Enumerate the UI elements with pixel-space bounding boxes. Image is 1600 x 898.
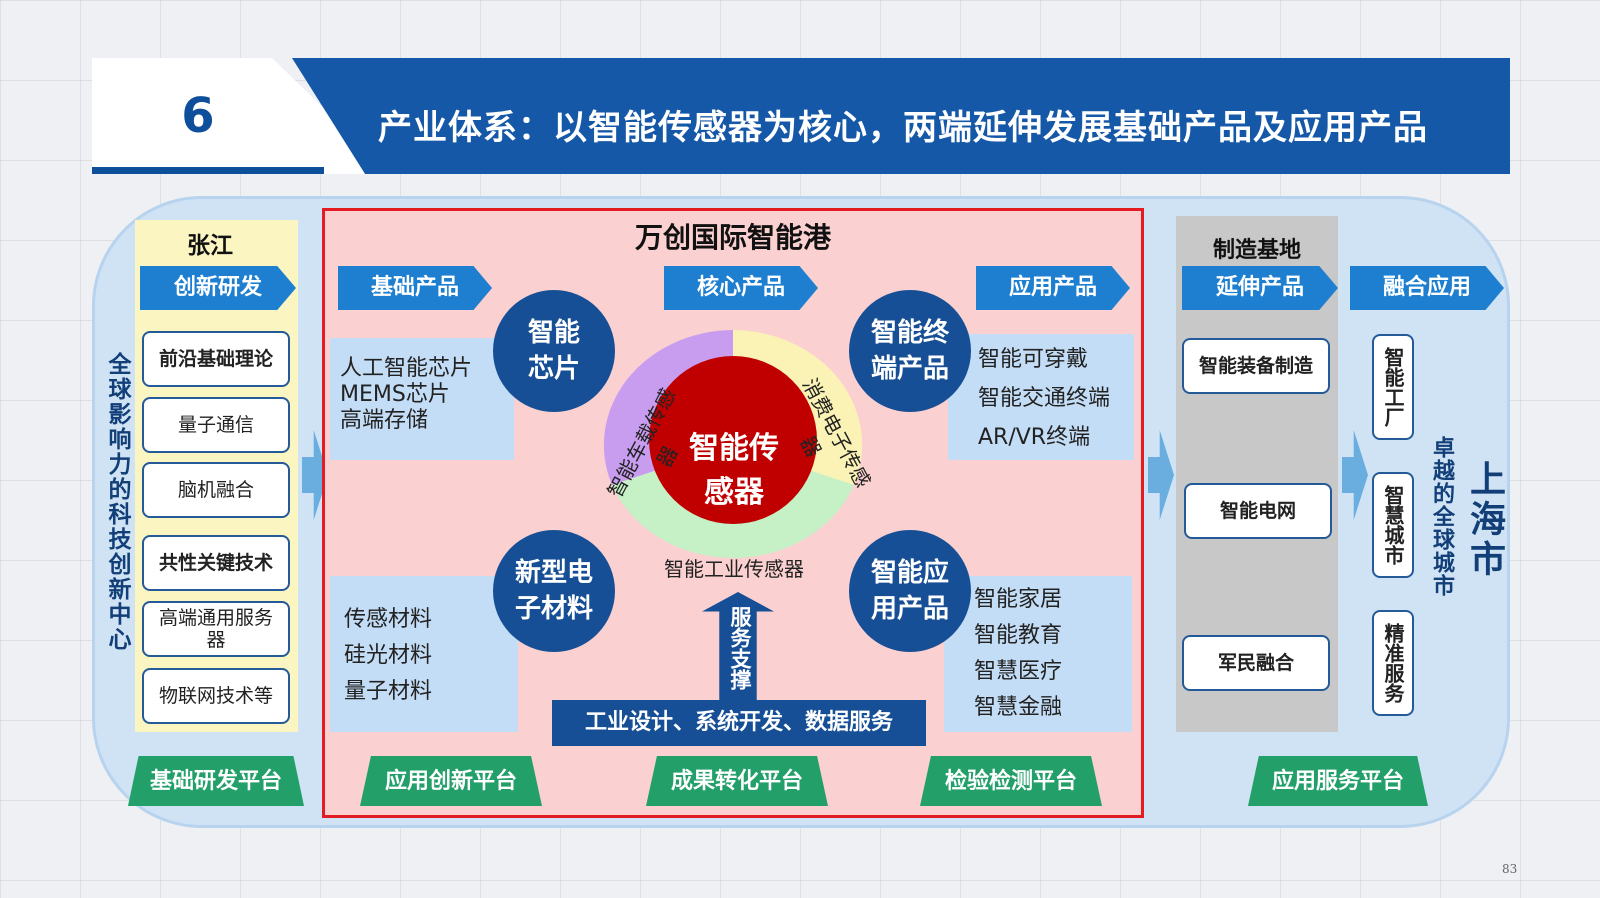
circle-label: 智能终端产品 <box>870 318 949 384</box>
tag-fusion-applications: 融合应用 <box>1350 266 1504 310</box>
list-item: 智能工厂 <box>1372 334 1414 440</box>
page-title: 产业体系：以智能传感器为核心，两端延伸发展基础产品及应用产品 <box>378 108 1428 148</box>
header-title-banner <box>292 58 1510 174</box>
list-item: 量子材料 <box>344 679 433 704</box>
global-innovation-center-label: 全球影响力的科技创新中心 <box>104 352 130 652</box>
list-item: 脑机融合 <box>142 462 290 518</box>
shanghai-label: 上海市 <box>1464 460 1505 580</box>
list-item: 智慧医疗 <box>974 659 1063 684</box>
core-sensor-label: 智能传感器 <box>689 431 779 510</box>
core-sensor-pie <box>603 330 863 558</box>
circle-label: 智能应用产品 <box>870 558 949 624</box>
manufacturing-base-title: 制造基地 <box>1212 238 1301 263</box>
list-item: 智能交通终端 <box>978 386 1111 411</box>
list-item: 智能装备制造 <box>1182 338 1330 394</box>
list-item: 精准服务 <box>1372 610 1414 716</box>
list-item: 智能家居 <box>974 587 1063 612</box>
list-item: 智能电网 <box>1184 483 1332 539</box>
circle-smart-terminal: 智能终端产品 <box>849 290 971 412</box>
list-item: 硅光材料 <box>344 643 433 668</box>
circle-label: 智能芯片 <box>527 318 580 384</box>
tag-application-products: 应用产品 <box>976 266 1130 310</box>
tag-innovation-rd: 创新研发 <box>140 266 296 310</box>
platform-achievement-transfer: 成果转化平台 <box>646 756 828 806</box>
platform-app-innovation: 应用创新平台 <box>360 756 542 806</box>
list-item: 高端存储 <box>340 408 429 433</box>
circle-label: 新型电子材料 <box>514 558 593 624</box>
list-item: 高端通用服务器 <box>142 601 290 657</box>
circle-smart-chip: 智能芯片 <box>493 290 615 412</box>
chip-products-list: 人工智能芯片 MEMS芯片 高端存储 <box>330 338 514 460</box>
tag-extended-products: 延伸产品 <box>1182 266 1338 310</box>
materials-list: 传感材料 硅光材料 量子材料 <box>330 576 518 732</box>
list-item: 人工智能芯片 <box>340 356 473 381</box>
services-bar: 工业设计、系统开发、数据服务 <box>552 700 926 746</box>
section-number: 6 <box>181 88 215 144</box>
platform-app-services: 应用服务平台 <box>1248 756 1428 806</box>
list-item: 共性关键技术 <box>142 535 290 591</box>
list-item: 量子通信 <box>142 397 290 453</box>
list-item: 智能可穿戴 <box>978 347 1089 372</box>
platform-inspection-testing: 检验检测平台 <box>920 756 1102 806</box>
service-support-label: 服务支撑 <box>728 606 752 690</box>
terminal-products-list: 智能可穿戴 智能交通终端 AR/VR终端 <box>948 334 1134 460</box>
circle-new-materials: 新型电子材料 <box>493 530 615 652</box>
circle-smart-applications: 智能应用产品 <box>849 530 971 652</box>
list-item: 智慧城市 <box>1372 472 1414 578</box>
tag-core-products: 核心产品 <box>664 266 818 310</box>
list-item: MEMS芯片 <box>340 382 450 407</box>
page-number: 83 <box>1502 862 1518 876</box>
segment-label-industrial: 智能工业传感器 <box>664 557 804 581</box>
list-item: 军民融合 <box>1182 635 1330 691</box>
platform-basic-rd: 基础研发平台 <box>128 756 304 806</box>
zhangjiang-title: 张江 <box>187 233 233 259</box>
list-item: AR/VR终端 <box>978 425 1091 450</box>
list-item: 物联网技术等 <box>142 668 290 724</box>
list-item: 传感材料 <box>344 607 433 632</box>
excellent-global-city-label: 卓越的全球城市 <box>1429 436 1454 597</box>
wanchuang-title: 万创国际智能港 <box>634 221 831 254</box>
list-item: 智慧金融 <box>974 695 1063 720</box>
header-underline <box>92 167 324 174</box>
application-products-list: 智能家居 智能教育 智慧医疗 智慧金融 <box>944 576 1132 732</box>
list-item: 智能教育 <box>974 623 1063 648</box>
list-item: 前沿基础理论 <box>142 331 290 387</box>
core-sensor-circle <box>649 356 817 524</box>
tag-basic-products: 基础产品 <box>338 266 492 310</box>
